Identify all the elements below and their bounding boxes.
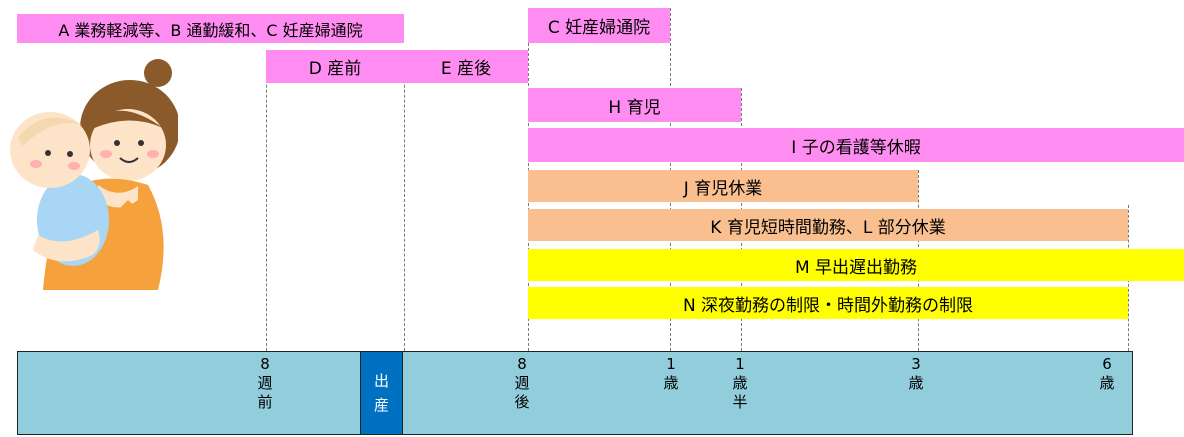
bar-n-night-overtime-limits: N 深夜勤務の制限・時間外勤務の制限 bbox=[528, 287, 1128, 319]
bar-m-staggered-hours: M 早出遅出勤務 bbox=[528, 249, 1184, 281]
guide-line-birth bbox=[404, 50, 405, 351]
bar-c-maternity-visit: C 妊産婦通院 bbox=[528, 8, 670, 43]
guide-line-8-weeks-before bbox=[266, 50, 267, 351]
bar-h-childcare: H 育児 bbox=[528, 88, 741, 122]
tick-8-weeks-before: 8 週 前 bbox=[257, 355, 273, 411]
mother-baby-illustration bbox=[10, 59, 178, 290]
bar-a-work-reduction-commute-maternity-visit: A 業務軽減等、B 通勤緩和、C 妊産婦通院 bbox=[17, 14, 404, 43]
birth-marker: 出 産 bbox=[360, 351, 403, 435]
tick-3-years: 3 歳 bbox=[908, 355, 924, 392]
bar-k-short-hours-partial-leave: K 育児短時間勤務、L 部分休業 bbox=[528, 209, 1128, 241]
tick-8-weeks-after: 8 週 後 bbox=[514, 355, 530, 411]
tick-1-year: 1 歳 bbox=[663, 355, 679, 392]
bar-i-child-nursing-leave: I 子の看護等休暇 bbox=[528, 128, 1184, 162]
bar-d-prenatal: D 産前 bbox=[266, 50, 404, 83]
timeline-axis bbox=[17, 351, 1133, 435]
tick-6-years: 6 歳 bbox=[1099, 355, 1115, 392]
bar-e-postnatal: E 産後 bbox=[404, 50, 528, 83]
tick-1-5-years: 1 歳 半 bbox=[732, 355, 748, 411]
bar-j-childcare-leave: J 育児休業 bbox=[528, 170, 918, 202]
